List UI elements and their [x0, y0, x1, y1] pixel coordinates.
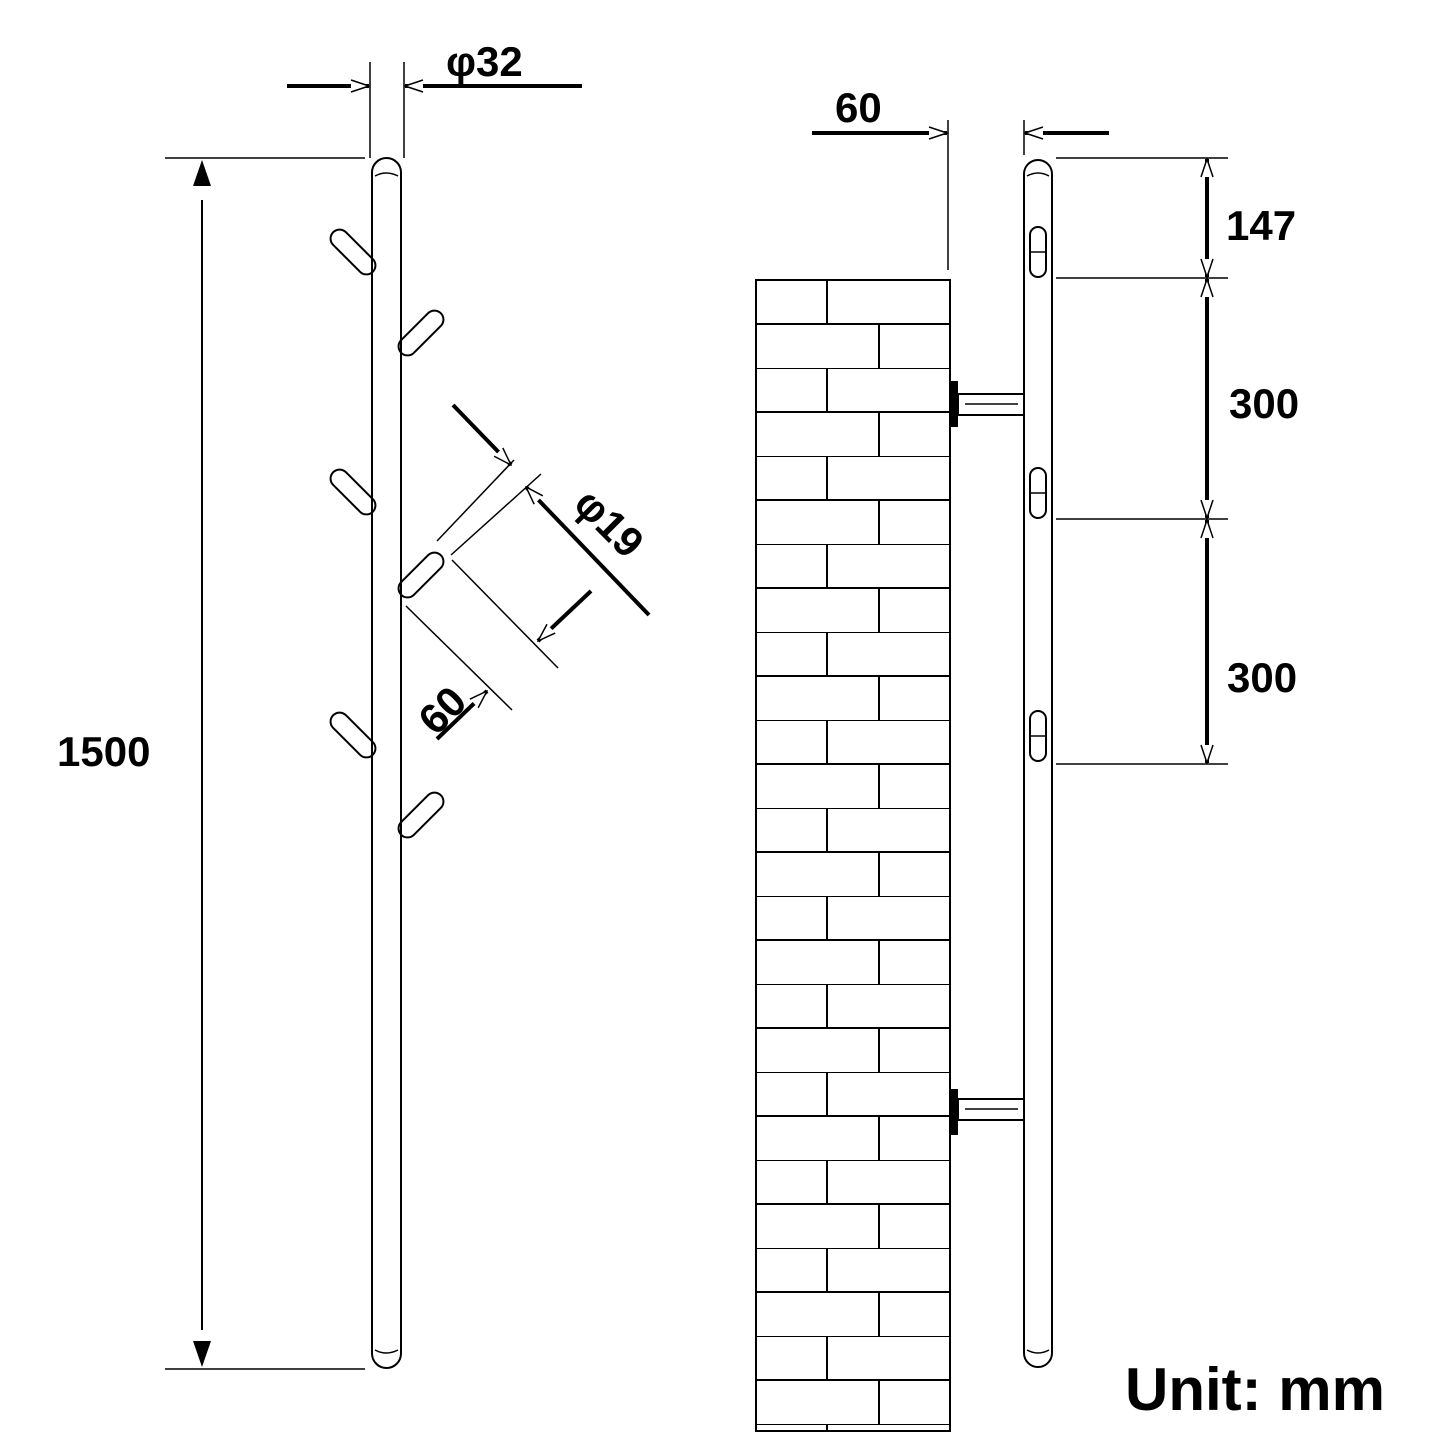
side-pole-bottom-cap-line [1026, 1349, 1050, 1354]
side-view: 60 147 300 300 [755, 84, 1299, 1432]
side-pole [1023, 159, 1053, 1368]
brick-wall [755, 279, 951, 1432]
unit-label: Unit: mm [1125, 1356, 1385, 1423]
side-hook-2 [1029, 467, 1047, 519]
hook-left-3 [329, 711, 377, 759]
side-hook-1 [1029, 226, 1047, 278]
hook-spacing-dimensions: 147 300 300 [1056, 157, 1299, 765]
hook-right-3 [397, 791, 445, 839]
front-view: φ32 1500 φ19 60 [57, 38, 654, 1370]
hook-right-2 [397, 551, 445, 599]
side-hook-3 [1029, 710, 1047, 762]
pole-top-cap-line [374, 172, 399, 177]
total-height-dimension: 1500 [57, 157, 365, 1370]
hook-length-label: 60 [409, 677, 475, 743]
hook-diameter-label: φ19 [566, 479, 654, 567]
pole-diameter-label: φ32 [446, 38, 523, 85]
hook-left-1 [329, 228, 377, 276]
pole-diameter-dimension: φ32 [287, 38, 582, 158]
top-spacing-label: 147 [1226, 202, 1296, 249]
hook-left-2 [329, 468, 377, 516]
hook-right-1 [397, 309, 445, 357]
spacing-2-label: 300 [1227, 654, 1297, 701]
spacing-1-label: 300 [1229, 380, 1299, 427]
wall-bracket-top [950, 381, 1025, 427]
pole [371, 157, 402, 1369]
pole-bottom-cap-line [374, 1349, 399, 1354]
hook-diameter-dimension: φ19 [436, 403, 654, 617]
hook-length-dimension: 60 [405, 559, 593, 743]
wall-offset-label: 60 [835, 84, 882, 131]
wall-bracket-bottom [950, 1089, 1025, 1135]
wall-offset-dimension: 60 [812, 84, 1109, 270]
total-height-label: 1500 [57, 728, 150, 775]
side-pole-top-cap-line [1026, 172, 1050, 177]
